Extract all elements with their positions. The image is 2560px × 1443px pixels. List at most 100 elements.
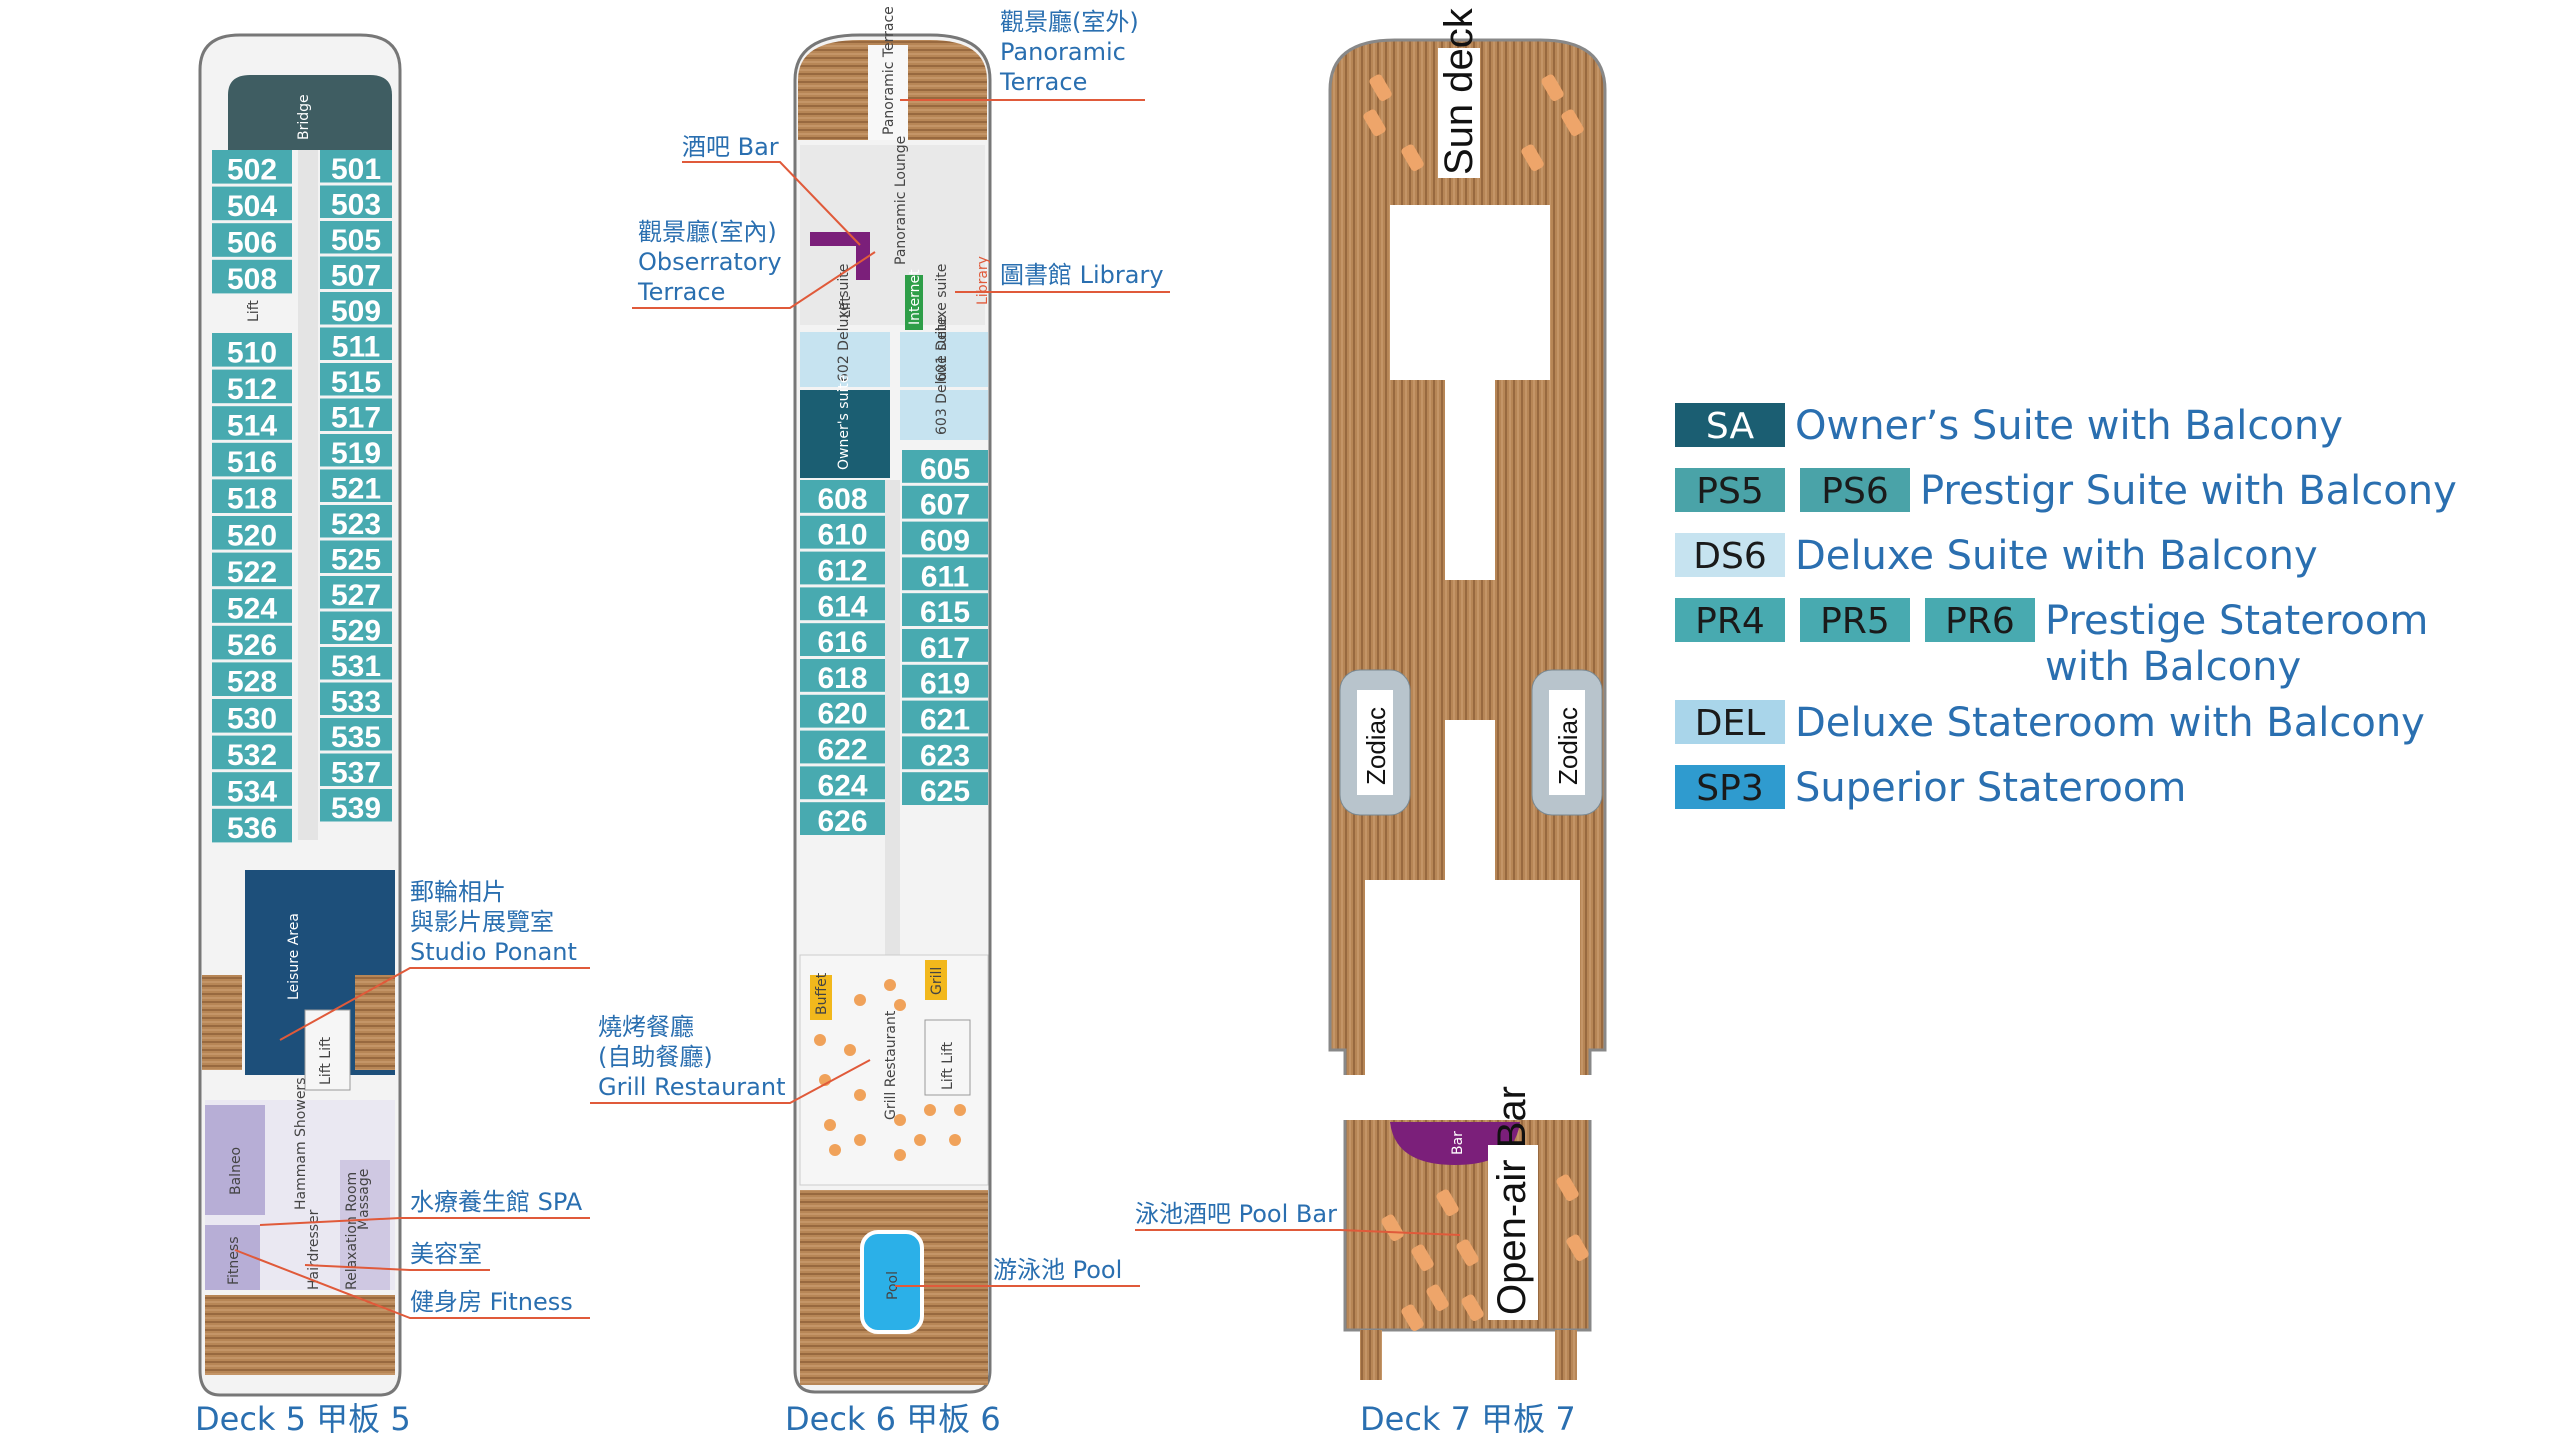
cabin-number: 504 [227, 190, 277, 223]
cabin: 625 [902, 772, 988, 808]
deck6-buffet [810, 975, 832, 1020]
deck5-bridge-label: Bridge [296, 94, 312, 140]
deck5-relaxation-label: Relaxation Room [344, 1172, 360, 1290]
cabin-number: 622 [817, 734, 867, 767]
deck6-lift-block [924, 1019, 971, 1096]
sun-lounger [1381, 1214, 1404, 1242]
cabin: 531 [320, 647, 392, 683]
cabin-box [902, 629, 988, 662]
legend-swatch [1675, 765, 1785, 809]
deck6-owners-suite [800, 390, 890, 478]
callout-fitness: 健身房 Fitness [410, 1288, 573, 1316]
cabin: 608 [800, 480, 885, 516]
cabin: 530 [212, 699, 292, 735]
cabin-number: 609 [920, 525, 970, 558]
deck5-hammam-label: Hammam Showers [293, 1078, 309, 1211]
deck7-zodiac-right-label: Zodiac [1553, 707, 1583, 785]
cabin: 532 [212, 735, 292, 772]
callout-obs-en1: Obserratory [638, 248, 782, 276]
cabin: 535 [320, 718, 392, 754]
deck7-open-air-bar: Open-air Bar [1490, 1086, 1534, 1315]
legend-badge: PR6 [1945, 601, 2015, 642]
cabin: 612 [800, 551, 885, 588]
cabin-box [320, 434, 392, 467]
cabin-number: 529 [331, 614, 381, 647]
cabin: 616 [800, 623, 885, 659]
cabin-box [212, 406, 292, 440]
cabin-box [320, 256, 392, 289]
callout-pool: 游泳池 Pool [993, 1256, 1122, 1284]
callout-pano-en2: Terrace [999, 68, 1087, 96]
restaurant-table [844, 1044, 856, 1056]
cabin: 529 [320, 611, 392, 647]
deck7-sun-loungers [1363, 74, 1589, 1332]
deck7-stern-post-left [1360, 1330, 1382, 1380]
cabin-box [320, 540, 392, 573]
deck5-massage-label: Massage [356, 1169, 372, 1230]
deck5-lift-block [304, 1009, 351, 1091]
legend-swatch [1800, 468, 1910, 512]
deck6-owners-label: Owner's suite [836, 375, 852, 470]
callout-library: 圖書館 Library [1000, 261, 1164, 289]
legend-label: Superior Stateroom [1795, 765, 2186, 811]
cabin-number: 503 [331, 188, 381, 221]
cabin-number: 619 [920, 668, 970, 701]
cabin: 520 [212, 516, 292, 552]
cabin-number: 519 [331, 437, 381, 470]
cabin: 519 [320, 434, 392, 470]
cabin-number: 536 [227, 812, 277, 845]
restaurant-table [949, 1134, 961, 1146]
cabin: 525 [320, 540, 392, 576]
cabin-box [902, 521, 988, 555]
cabin-box [212, 699, 292, 733]
cabin: 623 [902, 736, 988, 772]
deck6-title: Deck 6 甲板 6 [785, 1400, 1001, 1438]
cabin: 618 [800, 659, 885, 695]
sun-lounger [1436, 1189, 1459, 1217]
legend-badge: DEL [1695, 703, 1766, 744]
deck6-pool [860, 1230, 924, 1334]
legend-label: Prestige Stateroom [2045, 598, 2428, 644]
cabin-box [212, 223, 292, 257]
cabin-number: 532 [227, 739, 277, 772]
cabin-number: 605 [920, 453, 970, 486]
legend-swatch [1675, 598, 1785, 642]
cabin: 514 [212, 406, 292, 443]
restaurant-table [814, 1034, 826, 1046]
deck5-leisure-label: Leisure Area [286, 913, 302, 1000]
deck6-lounge-label: Panoramic Lounge [893, 136, 909, 265]
sun-lounger [1541, 74, 1564, 102]
cabin-number: 534 [227, 776, 277, 809]
sun-lounger [1561, 109, 1584, 137]
cabin: 502 [212, 150, 292, 186]
cabin-number: 618 [817, 662, 867, 695]
legend-label: Owner’s Suite with Balcony [1795, 403, 2343, 449]
deck6-corridor [885, 480, 900, 980]
cabin: 523 [320, 505, 392, 541]
cabin-number: 608 [817, 483, 867, 516]
deck7-bar [1390, 1122, 1520, 1165]
legend-badge: PS6 [1821, 471, 1888, 512]
deck6-suite-603-label: 603 Deluxe suite [934, 317, 950, 435]
cabin: 516 [212, 442, 292, 479]
cabin: 624 [800, 766, 885, 802]
cabin-number: 521 [331, 472, 381, 505]
restaurant-table [954, 1104, 966, 1116]
cabin-number: 526 [227, 629, 277, 662]
cabin-number: 511 [332, 330, 380, 363]
restaurant-table [894, 999, 906, 1011]
leader-beauty [304, 1264, 490, 1271]
cabin-number: 623 [920, 739, 970, 772]
deck6-grill [925, 960, 947, 1000]
cabin-box [212, 589, 292, 623]
cabin: 619 [902, 664, 988, 701]
deck7-bar-label: Bar [1450, 1131, 1466, 1155]
cabin: 534 [212, 772, 292, 809]
cabin-box [320, 150, 392, 183]
cabin: 609 [902, 521, 988, 558]
cabin-box [902, 593, 988, 626]
cabin: 528 [212, 662, 292, 699]
sun-lounger [1521, 144, 1544, 172]
